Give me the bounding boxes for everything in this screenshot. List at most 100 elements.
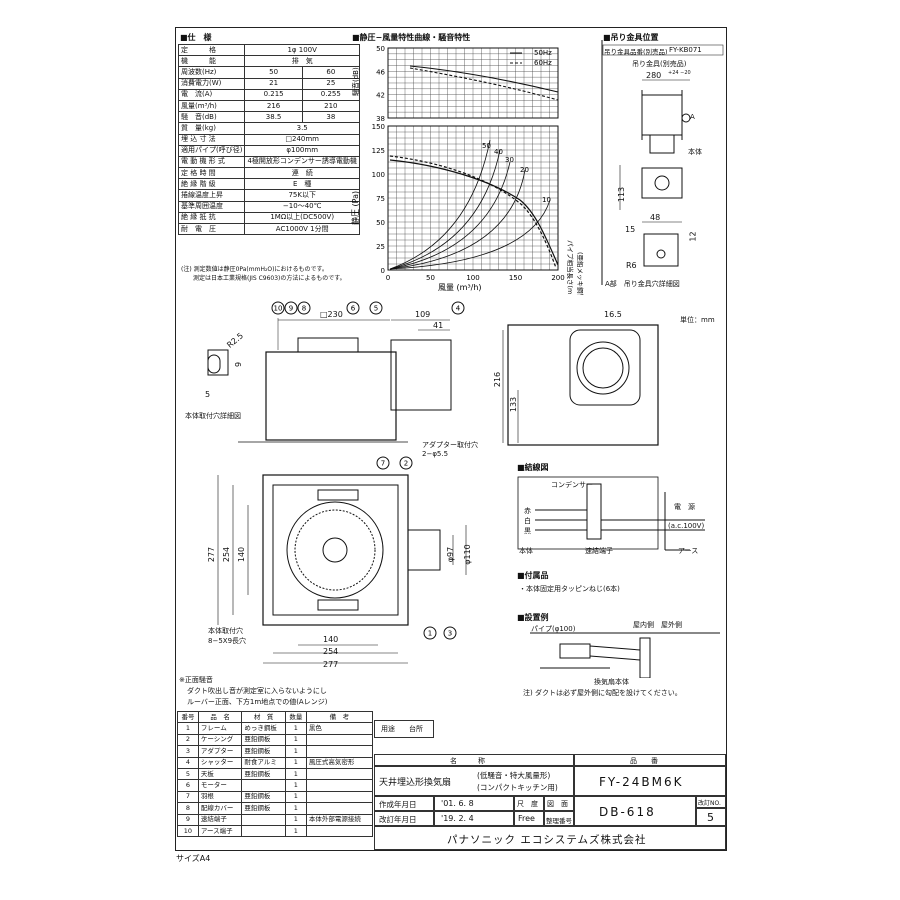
- parts-cell: 亜鉛鋼板: [241, 802, 286, 815]
- noise-curve-50: [409, 65, 559, 93]
- parts-cell: [241, 779, 286, 792]
- spec-row: 質 量(kg)3.5: [177, 122, 360, 135]
- pq-curve-50: [389, 159, 559, 266]
- parts-cell: 羽根: [197, 790, 243, 804]
- install-outside: 屋外側: [661, 621, 682, 629]
- parts-cell: 1: [284, 767, 307, 781]
- pressure-tick: 75: [376, 195, 385, 203]
- wiring-power-2: (a.c.100V): [668, 522, 705, 530]
- noise-curve-60: [409, 67, 559, 101]
- scale-box: Free: [514, 811, 544, 826]
- parts-cell: 1: [284, 745, 307, 758]
- dim-254h: 254: [323, 647, 339, 656]
- noise-note-title: ※正面騒音: [179, 676, 213, 684]
- parts-header-cell: 数量: [284, 710, 307, 724]
- wiring-red: 赤: [524, 507, 531, 515]
- parts-cell: [305, 767, 374, 781]
- parts-cell: めっき鋼板: [241, 722, 286, 735]
- rev-box: 5: [696, 808, 726, 826]
- pressure-frame: [387, 125, 559, 271]
- pressure-tick: 0: [381, 267, 385, 275]
- wiring-condenser: コンデンサー: [551, 481, 593, 489]
- spec-value: −10〜40℃: [244, 200, 360, 213]
- parts-cell: 1: [284, 824, 307, 838]
- name-box: 天井埋込形換気扇 (低騒音・特大風量形) (コンパクトキッチン用): [374, 766, 574, 796]
- pressure-tick: 100: [372, 171, 385, 179]
- parts-cell: [305, 745, 374, 758]
- parts-cell: 7: [177, 790, 199, 804]
- hanger-part-label: 吊り金具品番(別売品): [604, 48, 668, 56]
- parts-header-cell: 品 名: [197, 710, 243, 724]
- parts-cell: フレーム: [197, 722, 243, 735]
- spec-value: □240mm: [244, 133, 360, 146]
- product-label: 品 番: [630, 757, 658, 765]
- install-note: 注) ダクトは必ず屋外側に勾配を設けてください。: [523, 689, 682, 697]
- pressure-tick: 125: [372, 147, 385, 155]
- x-tick: 0: [386, 274, 390, 282]
- spec-key: 騒 音(dB): [177, 111, 246, 124]
- spec-value: 75K以下: [244, 189, 360, 202]
- dim-48: 48: [650, 213, 661, 222]
- pressure-tick: 150: [372, 123, 385, 131]
- part-balloon-number: 8: [302, 305, 306, 313]
- spec-value: 4極開放形コンデンサー誘導電動機: [244, 155, 360, 169]
- parts-cell: [241, 813, 286, 826]
- parts-cell: 1: [284, 813, 307, 826]
- install-diagram: [530, 632, 720, 678]
- dim-97: φ97: [446, 546, 456, 563]
- mount-label-2: 8−5X9長穴: [208, 637, 247, 645]
- pipe-axis-label-2: (亜鉛メッキ鋼管φ100): [576, 252, 585, 295]
- pipe-length-10: 10: [542, 196, 551, 204]
- revised-label-box: 改訂年月日: [374, 811, 434, 826]
- spec-value-50: 0.215: [244, 88, 303, 101]
- spec-value: AC1000V 1分間: [244, 222, 360, 236]
- name-label: 名 称: [450, 757, 485, 765]
- part-balloon: [399, 456, 413, 470]
- created-date: '01. 6. 8: [441, 799, 474, 808]
- noise-frame: [387, 47, 559, 119]
- spec-value: 3.5: [244, 122, 360, 135]
- spec-row: 機 能排 気: [177, 55, 360, 68]
- usage-label: 用途: [381, 725, 395, 733]
- name-header: 名 称: [374, 754, 574, 766]
- dim-277v: 277: [207, 546, 217, 563]
- mount-label: 本体取付穴: [208, 627, 243, 635]
- part-balloon-number: 9: [289, 305, 293, 313]
- spec-value-50: 21: [244, 77, 303, 90]
- parts-cell: [305, 802, 374, 815]
- paper-size: サイズA4: [176, 854, 211, 863]
- spec-note-1: (注) 測定数値は静圧0Pa(mmH₂O)におけるものです。: [181, 266, 328, 273]
- pipe-curve-20: [389, 169, 526, 270]
- pressure-tick: 50: [376, 219, 385, 227]
- dim-110: φ110: [462, 544, 472, 565]
- revised-label: 改訂年月日: [379, 815, 417, 824]
- hanger-heading: ■吊り金具位置: [603, 33, 659, 42]
- spec-value: 連 続: [244, 167, 360, 180]
- spec-key: 絶 縁 階 級: [177, 178, 246, 191]
- parts-cell: 亜鉛鋼板: [241, 790, 286, 804]
- parts-cell: [305, 824, 374, 838]
- parts-cell: アダプター: [197, 745, 243, 758]
- spec-key: 周波数(Hz): [177, 66, 246, 79]
- noise-note-l1: ダクト吹出し音が測定室に入らないようにし: [187, 687, 327, 695]
- parts-cell: 6: [177, 779, 199, 792]
- parts-cell: 本体外部電源接続: [305, 813, 374, 826]
- product-header: 品 番: [574, 754, 726, 766]
- hanger-caption: A部 吊り金具穴詳細図: [605, 280, 680, 288]
- parts-cell: 黒色: [305, 722, 374, 735]
- install-fan: 換気扇本体: [594, 678, 629, 686]
- part-balloon-number: 3: [448, 630, 452, 638]
- pipe-length-30: 30: [505, 156, 514, 164]
- parts-cell: 10: [177, 824, 199, 838]
- dim-16-5: 16.5: [604, 310, 622, 319]
